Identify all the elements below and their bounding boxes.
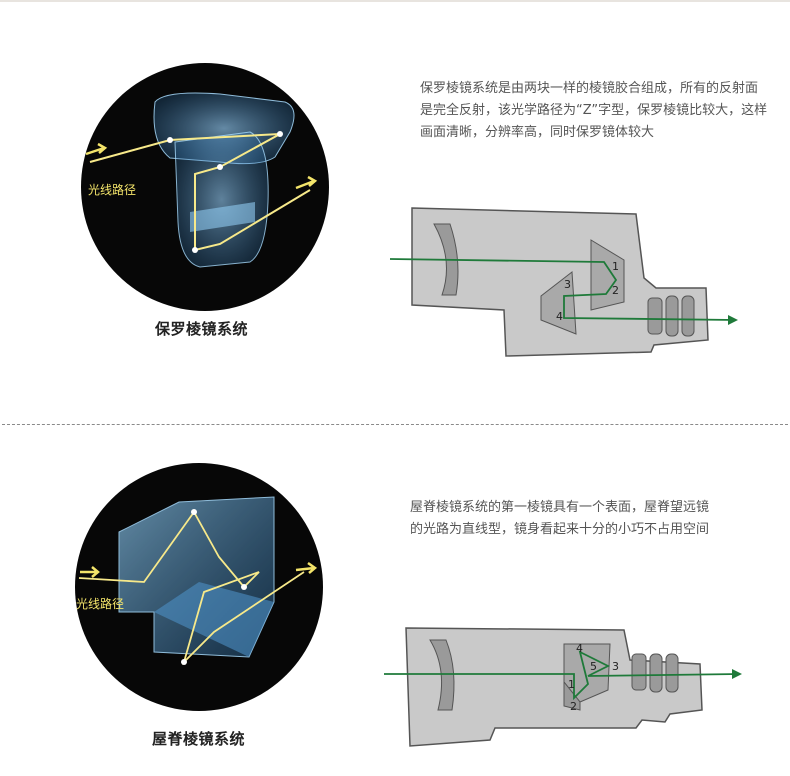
prism-number-3: 3 xyxy=(612,660,619,673)
arrow-in-icon xyxy=(85,142,108,156)
reflection-point xyxy=(191,509,197,515)
arrow-head-icon xyxy=(732,669,742,679)
porro-lower-prism xyxy=(174,131,269,268)
roof-light-path-label: 光线路径 xyxy=(76,596,124,611)
roof-binocular-diagram: 1 2 3 4 5 xyxy=(384,627,742,747)
eyepiece-lens xyxy=(647,297,663,335)
roof-description: 屋脊棱镜系统的第一棱镜具有一个表面，屋脊望远镜的光路为直线型，镜身看起来十分的小… xyxy=(410,500,710,537)
eyepiece-lens xyxy=(649,653,663,693)
eyepiece-lens xyxy=(631,653,647,691)
porro-light-path xyxy=(89,133,311,252)
prism-number-4: 4 xyxy=(576,642,583,655)
reflection-point xyxy=(181,659,187,665)
roof-prism xyxy=(563,643,611,703)
prism-1-2 xyxy=(590,239,625,311)
porro-section: 光线路径 保罗棱镜系统 保罗棱镜系统是由两块一样的棱镜胶合组成，所有的反射面是完… xyxy=(81,63,768,357)
porro-prism-illustration: 光线路径 xyxy=(81,63,329,311)
prism-number-2: 2 xyxy=(570,700,577,713)
prism-number-1: 1 xyxy=(568,678,575,691)
reflection-point xyxy=(277,131,283,137)
prism-number-3: 3 xyxy=(564,278,571,291)
porro-description: 保罗棱镜系统是由两块一样的棱镜胶合组成，所有的反射面是完全反射，该光学路径为“Z… xyxy=(420,81,768,140)
porro-caption: 保罗棱镜系统 xyxy=(155,320,249,338)
top-border xyxy=(0,0,790,2)
reflection-point xyxy=(241,584,247,590)
arrow-in-icon xyxy=(80,566,100,578)
roof-light-path xyxy=(78,510,305,666)
roof-prism-illustration: 光线路径 xyxy=(75,463,323,711)
eyepiece-lens xyxy=(665,295,679,337)
porro-diagram-light-path xyxy=(389,258,737,321)
reflection-point xyxy=(192,247,198,253)
roof-binocular-body xyxy=(405,627,703,747)
roof-diagram-light-path xyxy=(384,650,741,701)
arrow-out-icon xyxy=(295,561,318,574)
objective-lens xyxy=(429,639,455,711)
reflection-point xyxy=(217,164,223,170)
eyepiece-lens xyxy=(681,295,695,337)
prism-number-1: 1 xyxy=(612,260,619,273)
prism-number-2: 2 xyxy=(612,284,619,297)
prism-number-5: 5 xyxy=(590,660,597,673)
porro-light-path-label: 光线路径 xyxy=(88,182,136,197)
arrow-out-icon xyxy=(295,175,318,190)
roof-caption: 屋脊棱镜系统 xyxy=(152,730,246,748)
arrow-head-icon xyxy=(728,315,738,325)
porro-prism-face xyxy=(190,202,255,232)
roof-prism-face xyxy=(154,582,274,657)
eyepiece-lens xyxy=(665,653,679,693)
reflection-point xyxy=(167,137,173,143)
section-divider xyxy=(2,424,788,425)
porro-binocular-diagram: 1 2 3 4 xyxy=(389,207,738,357)
prism-number-4: 4 xyxy=(556,310,563,323)
